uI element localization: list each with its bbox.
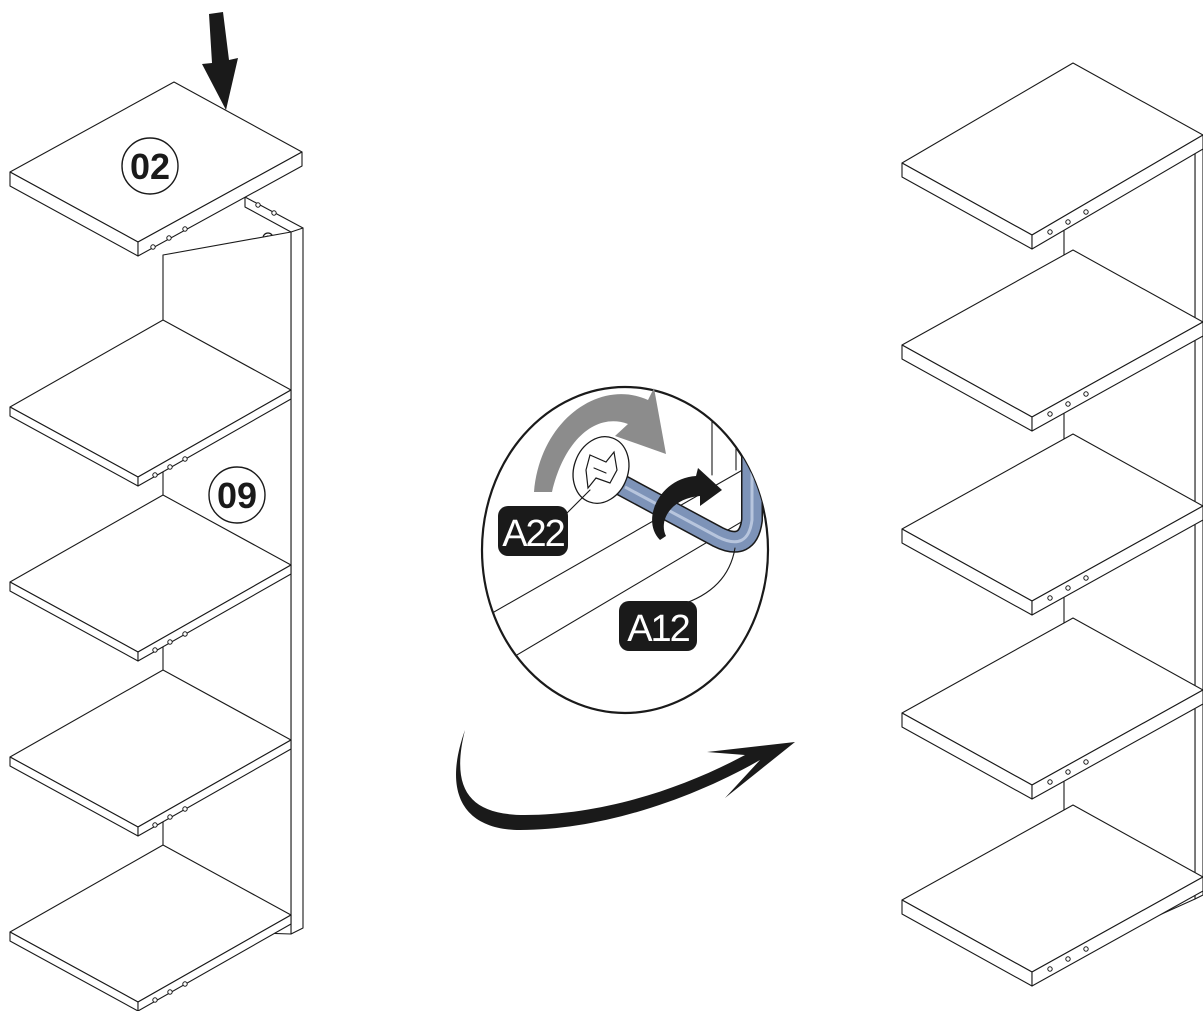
cam-lock-icon — [572, 436, 630, 504]
shelf-4 — [9, 669, 292, 837]
part-label-09: 09 — [208, 466, 266, 524]
shelf-5 — [9, 844, 292, 1011]
part-label-02-text: 02 — [130, 146, 170, 187]
right-shelf-unit — [901, 62, 1203, 987]
part-label-09-text: 09 — [217, 475, 257, 516]
shelf-2 — [9, 319, 292, 487]
shelf-3 — [901, 433, 1203, 616]
shelf-3 — [9, 494, 292, 662]
allen-key-icon — [610, 429, 763, 553]
curved-arrow-icon — [456, 730, 795, 830]
part-tag-a22: A22 — [498, 506, 568, 556]
rotate-arrow-icon — [534, 388, 666, 492]
part-tag-a12-text: A12 — [627, 608, 689, 650]
part-tag-a22-text: A22 — [502, 513, 564, 555]
top-panel — [901, 62, 1203, 250]
shelf-2 — [901, 249, 1203, 432]
part-tag-a12: A12 — [619, 601, 697, 651]
shelf-4 — [901, 617, 1203, 800]
down-arrow-icon — [202, 12, 238, 110]
left-shelf-unit: 02 09 — [9, 12, 304, 1011]
rotate-arrow-icon — [652, 468, 722, 540]
part-label-02: 02 — [121, 137, 179, 195]
detail-magnifier: A22 A12 — [480, 385, 770, 715]
shelf-5 — [901, 804, 1203, 987]
